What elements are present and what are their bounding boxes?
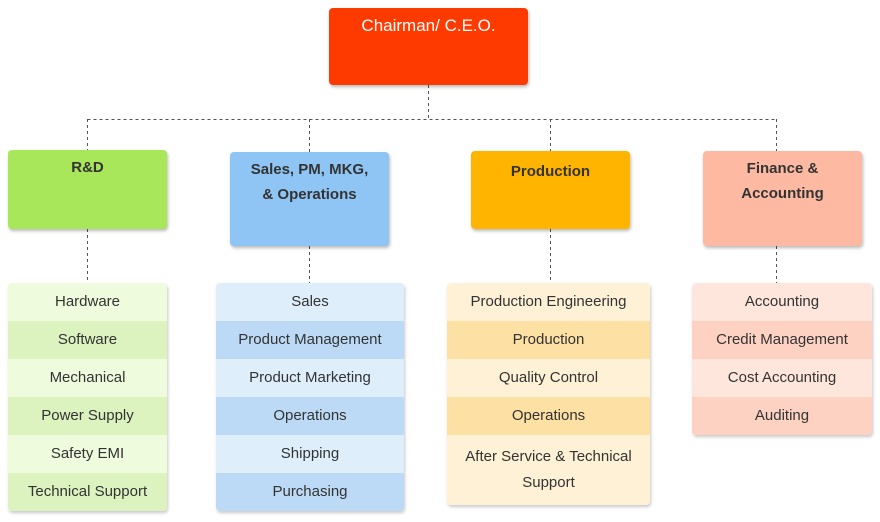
rd-item-safety-emi: Safety EMI	[8, 435, 167, 473]
rd-item-mechanical: Mechanical	[8, 359, 167, 397]
sales-item-operations: Operations	[216, 397, 404, 435]
finance-list: Accounting Credit Management Cost Accoun…	[692, 283, 872, 435]
rd-list: Hardware Software Mechanical Power Suppl…	[8, 283, 167, 511]
finance-item-accounting: Accounting	[692, 283, 872, 321]
finance-department-box: Finance & Accounting	[703, 151, 862, 246]
rd-item-power-supply: Power Supply	[8, 397, 167, 435]
sales-title-line-2: & Operations	[262, 186, 357, 203]
production-item-after-service: After Service & Technical Support	[447, 435, 650, 505]
rd-item-technical-support: Technical Support	[8, 473, 167, 511]
production-item-operations: Operations	[447, 397, 650, 435]
sales-item-product-marketing: Product Marketing	[216, 359, 404, 397]
rd-department-box: R&D	[8, 150, 167, 229]
sales-item-shipping: Shipping	[216, 435, 404, 473]
finance-title-line-2: Accounting	[741, 185, 824, 202]
production-title-line-1: Production	[510, 163, 591, 180]
rd-title-line-1: R&D	[71, 159, 104, 176]
rd-item-software: Software	[8, 321, 167, 359]
rd-item-hardware: Hardware	[8, 283, 167, 321]
production-list: Production Engineering Production Qualit…	[447, 283, 650, 505]
finance-item-cost-accounting: Cost Accounting	[692, 359, 872, 397]
sales-item-sales: Sales	[216, 283, 404, 321]
sales-item-purchasing: Purchasing	[216, 473, 404, 511]
finance-item-auditing: Auditing	[692, 397, 872, 435]
finance-title-line-1: Finance &	[746, 160, 819, 177]
sales-list: Sales Product Management Product Marketi…	[216, 283, 404, 511]
chairman-ceo-box: Chairman/ C.E.O.	[329, 8, 528, 85]
sales-department-box: Sales, PM, MKG, & Operations	[230, 152, 389, 246]
production-item-quality-control: Quality Control	[447, 359, 650, 397]
production-department-box: Production	[471, 151, 630, 229]
sales-item-product-management: Product Management	[216, 321, 404, 359]
chairman-ceo-label: Chairman/ C.E.O.	[361, 16, 496, 35]
production-item-production: Production	[447, 321, 650, 359]
finance-item-credit-management: Credit Management	[692, 321, 872, 359]
sales-title-line-1: Sales, PM, MKG,	[250, 161, 369, 178]
production-item-production-engineering: Production Engineering	[447, 283, 650, 321]
